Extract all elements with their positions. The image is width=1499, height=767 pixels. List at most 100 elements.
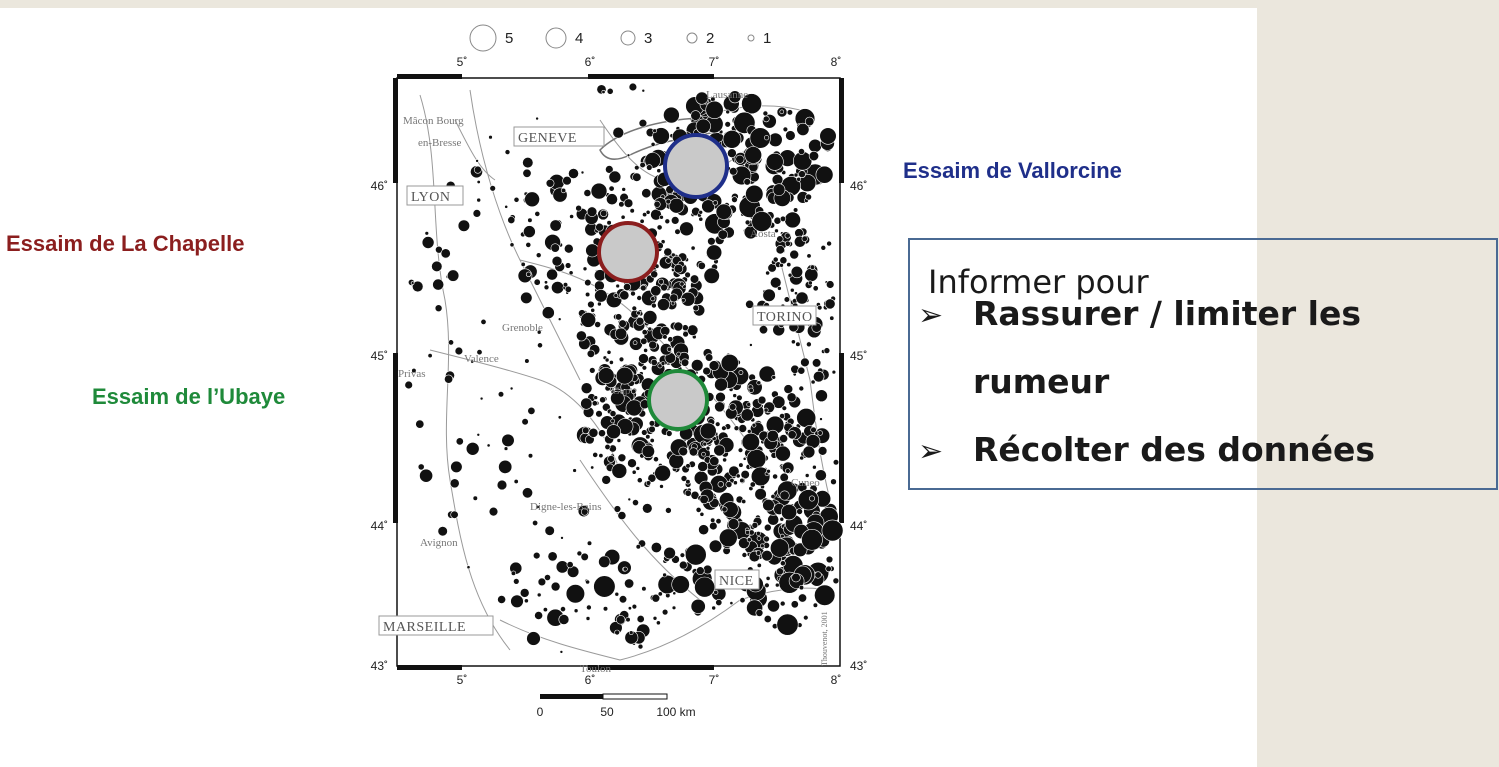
epicenter-dot xyxy=(740,470,750,480)
epicenter-dot xyxy=(810,379,816,385)
epicenter-dot xyxy=(806,341,812,348)
epicenter-dot xyxy=(746,537,752,543)
epicenter-dot xyxy=(741,552,748,558)
city-box xyxy=(513,126,605,147)
epicenter-dot xyxy=(738,424,748,433)
epicenter-dot xyxy=(712,200,718,206)
epicenter-dot xyxy=(702,366,711,376)
epicenter-dot xyxy=(665,257,672,264)
epicenter-dot xyxy=(680,475,688,482)
epicenter-dot xyxy=(551,281,565,295)
epicenter-dot xyxy=(804,473,810,478)
legend-circle xyxy=(686,32,698,44)
epicenter-dot xyxy=(503,446,509,451)
river-line xyxy=(779,259,831,501)
epicenter-dot xyxy=(599,396,606,404)
epicenter-dot xyxy=(647,326,653,332)
epicenter-dot xyxy=(488,135,493,140)
epicenter-dot xyxy=(635,544,641,550)
epicenter-dot xyxy=(802,445,816,459)
epicenter-dot xyxy=(622,566,628,572)
epicenter-dot xyxy=(745,184,764,204)
epicenter-dot xyxy=(646,164,653,171)
epicenter-dot xyxy=(624,578,635,589)
epicenter-dot xyxy=(534,611,543,620)
epicenter-dot xyxy=(787,430,797,440)
epicenter-dot xyxy=(673,321,684,332)
epicenter-dot xyxy=(595,410,603,418)
epicenter-dot xyxy=(628,630,634,636)
epicenter-dot xyxy=(704,353,714,362)
epicenter-dot xyxy=(521,487,533,499)
epicenter-dot xyxy=(640,337,648,345)
epicenter-dot xyxy=(597,367,615,384)
epicenter-dot xyxy=(601,90,606,95)
epicenter-dot xyxy=(557,317,562,322)
epicenter-dot xyxy=(635,316,645,326)
epicenter-dot xyxy=(789,287,795,293)
epicenter-dot xyxy=(763,135,770,141)
epicenter-dot xyxy=(588,427,599,438)
lon-tick-bottom: 5˚ xyxy=(457,673,468,687)
epicenter-dot xyxy=(630,290,636,297)
epicenter-dot xyxy=(645,434,651,440)
epicenter-dot xyxy=(550,243,560,253)
epicenter-dot xyxy=(804,267,819,282)
epicenter-dot xyxy=(450,510,459,519)
epicenter-dot xyxy=(618,201,625,208)
epicenter-dot xyxy=(699,494,709,505)
epicenter-dot xyxy=(755,609,764,617)
epicenter-dot xyxy=(565,584,586,604)
epicenter-dot xyxy=(754,488,767,501)
epicenter-dot xyxy=(522,168,532,178)
epicenter-dot xyxy=(708,539,723,553)
epicenter-dot xyxy=(605,165,614,174)
epicenter-dot xyxy=(779,490,790,501)
city-label-small: Cuneo xyxy=(791,477,820,489)
epicenter-dot xyxy=(685,479,691,485)
epicenter-dot xyxy=(740,408,754,422)
epicenter-dot xyxy=(767,513,780,526)
epicenter-dot xyxy=(635,466,641,471)
lon-tick-bottom: 7˚ xyxy=(709,673,720,687)
city-label: MARSEILLE xyxy=(383,620,466,635)
epicenter-dot xyxy=(825,565,832,572)
epicenter-dot xyxy=(761,549,773,562)
epicenter-dot xyxy=(617,511,627,520)
epicenter-dot xyxy=(623,198,634,208)
epicenter-dot xyxy=(636,614,645,623)
epicenter-dot xyxy=(743,178,751,186)
epicenter-dot xyxy=(651,302,657,309)
epicenter-dot xyxy=(824,298,836,310)
border-bar xyxy=(393,78,398,183)
legend-circle xyxy=(545,27,567,49)
epicenter-dot xyxy=(744,146,763,164)
epicenter-dot xyxy=(715,598,723,606)
epicenter-dot xyxy=(466,565,471,570)
epicenter-dot xyxy=(580,170,585,175)
legend-label: 4 xyxy=(575,30,583,47)
epicenter-dot xyxy=(746,448,767,469)
epicenter-dot xyxy=(454,346,464,356)
epicenter-dot xyxy=(779,516,785,522)
epicenter-dot xyxy=(651,593,661,603)
epicenter-dot xyxy=(805,193,812,201)
epicenter-dot xyxy=(795,291,809,305)
lat-tick-left: 43˚ xyxy=(371,659,388,673)
epicenter-dot xyxy=(811,358,822,368)
city-box xyxy=(714,569,760,590)
epicenter-dot xyxy=(832,577,840,585)
epicenter-dot xyxy=(527,453,534,459)
epicenter-dot xyxy=(684,271,691,279)
epicenter-dot xyxy=(559,650,564,654)
epicenter-dot xyxy=(784,240,791,247)
epicenter-dot xyxy=(830,478,837,486)
epicenter-dot xyxy=(756,536,762,541)
epicenter-dot xyxy=(689,274,700,284)
epicenter-dot xyxy=(656,168,662,174)
legend-circle xyxy=(620,30,636,46)
epicenter-dot xyxy=(641,188,652,199)
scale-label: 0 xyxy=(537,705,544,719)
epicenter-dot xyxy=(812,370,825,383)
